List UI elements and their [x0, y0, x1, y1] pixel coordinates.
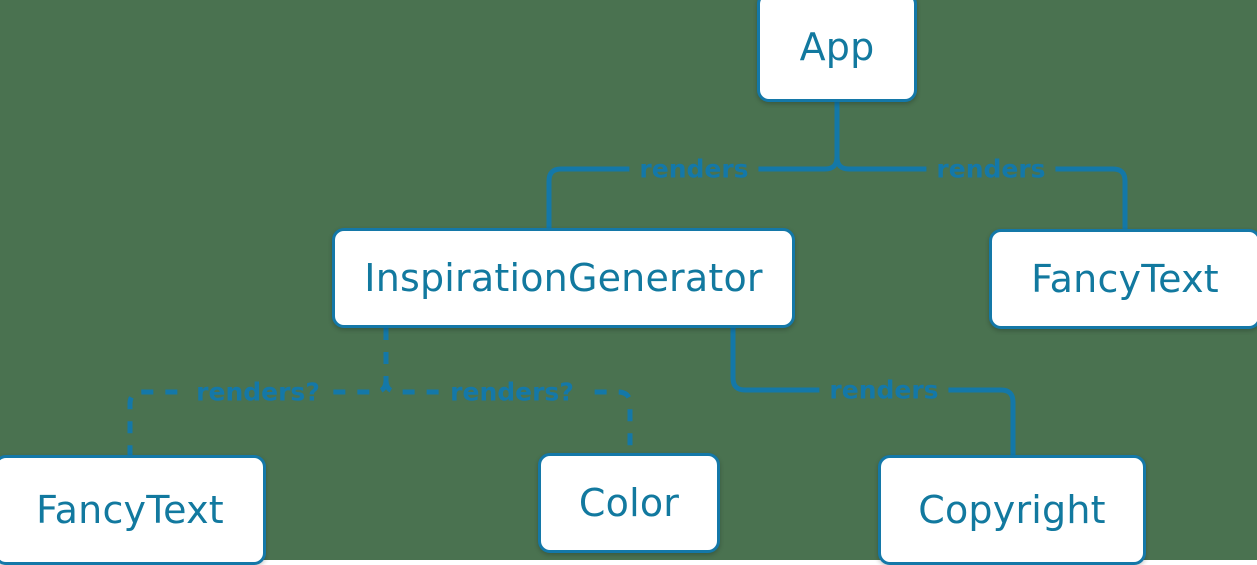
- node-color-label: Color: [578, 481, 680, 525]
- node-fancytext-bottom[interactable]: FancyText: [0, 455, 266, 565]
- node-inspirationgenerator-label: InspirationGenerator: [364, 256, 763, 300]
- node-fancytext-right[interactable]: FancyText: [989, 229, 1257, 329]
- node-app[interactable]: App: [757, 0, 917, 102]
- edge-label-app-to-fancytext: renders: [926, 156, 1056, 182]
- node-fancytext-bottom-label: FancyText: [36, 488, 224, 532]
- node-app-label: App: [799, 25, 875, 69]
- edge-label-inspirationgenerator-to-fancytext-bottom: renders?: [186, 379, 330, 405]
- node-copyright-label: Copyright: [918, 488, 1106, 532]
- node-fancytext-right-label: FancyText: [1031, 257, 1219, 301]
- node-color[interactable]: Color: [538, 453, 720, 553]
- edge-app-to-fancytext: [834, 156, 1128, 229]
- edge-label-inspirationgenerator-to-color: renders?: [440, 379, 584, 405]
- edge-inspirationgenerator-to-color: [383, 379, 633, 453]
- node-copyright[interactable]: Copyright: [878, 455, 1146, 565]
- edge-label-app-to-inspirationgenerator: renders: [629, 156, 759, 182]
- edge-label-inspirationgenerator-to-copyright: renders: [819, 377, 949, 403]
- node-inspirationgenerator[interactable]: InspirationGenerator: [332, 228, 795, 328]
